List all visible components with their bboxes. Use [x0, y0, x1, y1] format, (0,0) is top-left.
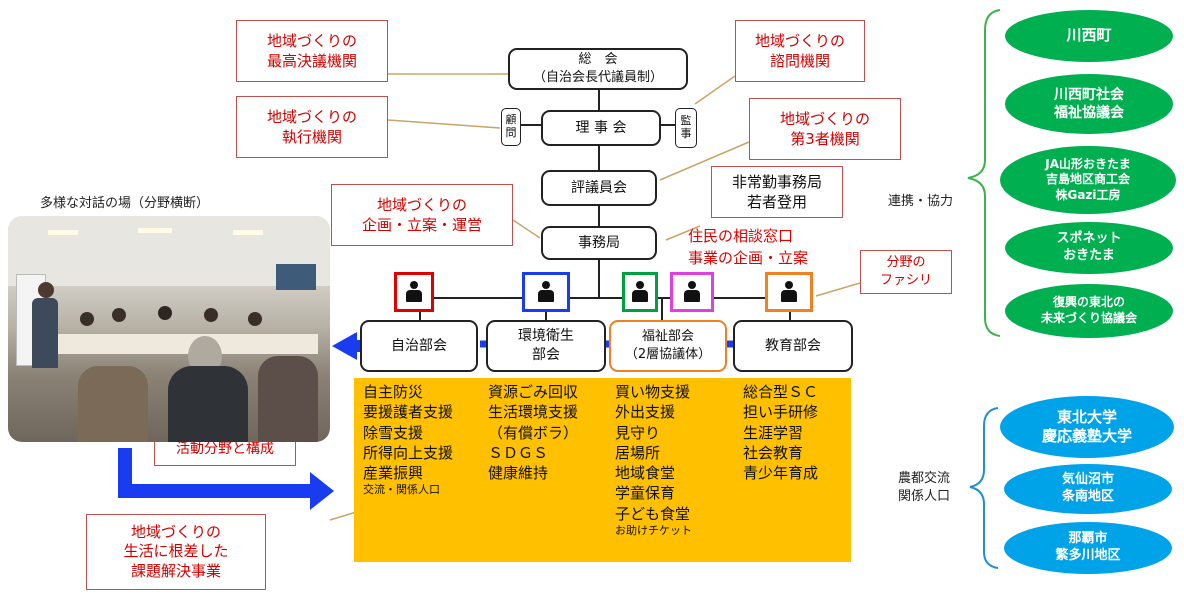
activities-panel [354, 378, 851, 562]
department-jichi: 自治部会 [360, 320, 478, 372]
activity-item: （有償ボラ） [488, 423, 579, 442]
exchange-universities: 東北大学 慶応義塾大学 [1000, 396, 1174, 458]
exchange-kesennuma: 気仙沼市 条南地区 [1004, 464, 1172, 514]
exchange-label: 農都交流 関係人口 [898, 471, 951, 505]
advisor-box: 顧 問 [501, 108, 521, 146]
person-icon-kyoiku [765, 272, 813, 312]
department-fukushi: 福祉部会 （2層協議体） [609, 320, 727, 372]
callout-advisory-body: 地域づくりの 諮問機関 [735, 20, 865, 82]
callout-supreme-body: 地域づくりの 最高決議機関 [236, 20, 388, 82]
partner-tohoku-future: 復興の東北の 未来づくり協議会 [1005, 284, 1173, 338]
callout-life-issues: 地域づくりの 生活に根差した 課題解決事業 [86, 514, 266, 590]
activity-item: 総合型ＳＣ [743, 383, 819, 401]
activities-jichi: 自主防災 要援護者支援 除雪支援 所得向上支援 産業振興 交流・関係人口 [363, 382, 453, 498]
partner-social-welfare-council: 川西町社会 福祉協議会 [1005, 74, 1173, 134]
person-icon-jichi [394, 272, 434, 312]
activity-item: 居場所 [615, 443, 661, 462]
partner-sponet: スポネット おきたま [1005, 222, 1173, 274]
consultation-window-text: 住民の相談窓口 事業の企画・立案 [688, 227, 809, 267]
activity-item: 地域食堂 [615, 464, 676, 482]
callout-facilitator: 分野の ファシリ [860, 250, 952, 294]
activity-item: 資源ごみ回収 [488, 383, 579, 401]
activity-item: 担い手研修 [743, 403, 819, 422]
activities-fukushi: 買い物支援 外出支援 見守り 居場所 地域食堂 学童保育 子ども食堂 お助けチケ… [615, 382, 692, 539]
secretariat-box: 事務局 [541, 226, 657, 260]
activities-kyoiku: 総合型ＳＣ 担い手研修 生涯学習 社会教育 青少年育成 [743, 382, 818, 483]
exchange-naha: 那覇市 繁多川地区 [1004, 522, 1172, 574]
person-icon-fukushi-2 [670, 272, 714, 312]
partner-kawanishi-town: 川西町 [1005, 10, 1173, 62]
person-icon-fukushi-1 [622, 272, 658, 312]
activity-item: 生活環境支援 [488, 403, 579, 422]
callout-planning-body: 地域づくりの 企画・立案・運営 [331, 184, 513, 246]
callout-executive-body: 地域づくりの 執行機関 [236, 96, 388, 158]
activity-item: 青少年育成 [743, 464, 819, 482]
activity-item: 買い物支援 [615, 383, 691, 401]
activity-item: 交流・関係人口 [363, 483, 440, 497]
activity-item: 学童保育 [615, 484, 676, 503]
activity-item: 所得向上支援 [363, 443, 454, 462]
activity-item: 外出支援 [615, 403, 676, 422]
council-box: 評議員会 [541, 170, 657, 206]
activities-kankyo: 資源ごみ回収 生活環境支援 （有償ボラ） ＳＤＧＳ 健康維持 [488, 382, 578, 483]
activity-item: 社会教育 [743, 443, 804, 462]
activity-item: ＳＤＧＳ [488, 443, 549, 462]
activity-item: 健康維持 [488, 464, 549, 482]
general-assembly-box: 総 会 （自治会長代議員制） [508, 48, 688, 90]
activity-item: 生涯学習 [743, 423, 804, 442]
partners-label: 連携・協力 [888, 194, 954, 209]
part-time-secretariat-box: 非常勤事務局 若者登用 [711, 166, 843, 218]
callout-third-party-body: 地域づくりの 第3者機関 [749, 98, 901, 160]
dialogue-photo [8, 216, 330, 442]
partner-ja-yamagata: JA山形おきたま 吉島地区商工会 株Gazi工房 [1000, 146, 1176, 214]
activity-item: お助けチケット [615, 523, 692, 537]
department-kyoiku: 教育部会 [733, 320, 853, 372]
department-kankyo: 環境衛生 部会 [486, 320, 606, 372]
board-of-directors-box: 理 事 会 [541, 110, 661, 146]
activity-item: 子ども食堂 [615, 504, 691, 523]
activity-item: 産業振興 [363, 464, 424, 482]
activity-item: 除雪支援 [363, 423, 424, 442]
activity-item: 自主防災 [363, 383, 424, 401]
person-icon-kankyo [522, 272, 570, 312]
dialogue-label: 多様な対話の場（分野横断） [40, 196, 210, 211]
activity-item: 要援護者支援 [363, 403, 454, 422]
auditor-box: 監 事 [675, 108, 697, 148]
activity-item: 見守り [615, 423, 661, 442]
